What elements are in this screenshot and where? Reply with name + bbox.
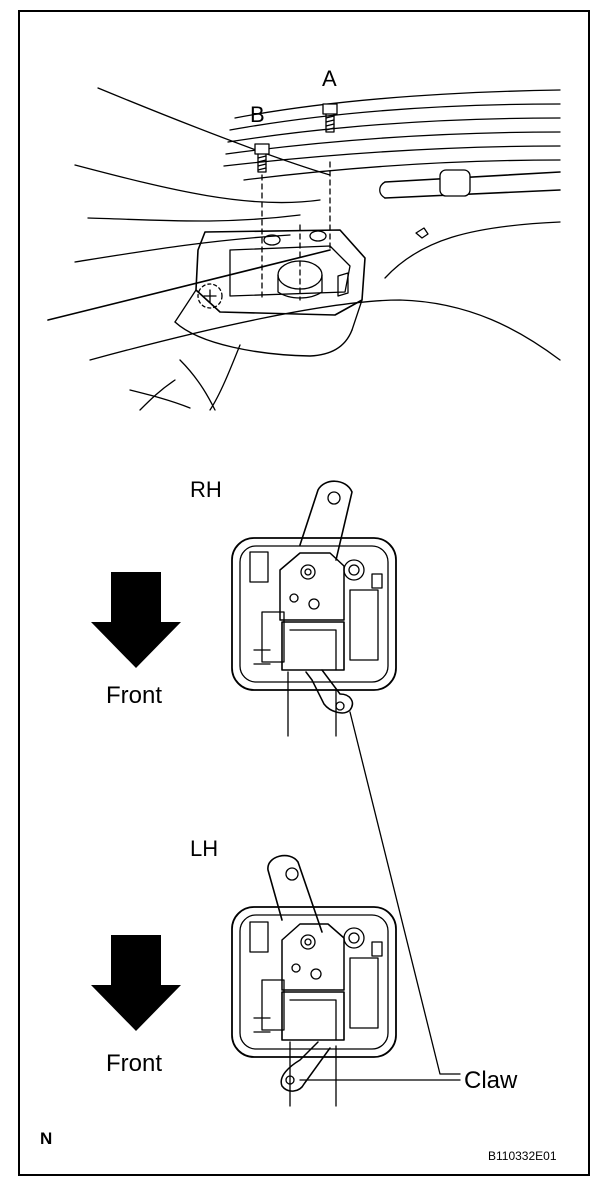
top-view-illustration [47,87,561,411]
rh-front-arrow-icon [91,572,181,668]
figure-id: B110332E01 [488,1149,557,1163]
rh-bracket-illustration [231,480,397,737]
lh-view-title: LH [190,836,218,861]
rh-view-title: RH [190,477,222,502]
view-code: N [40,1129,52,1148]
lh-front-arrow-icon [91,935,181,1031]
bolt-a-label: A [322,66,337,91]
lh-bracket-illustration [231,854,397,1107]
lh-front-label: Front [106,1050,162,1077]
bolt-b-label: B [250,102,265,127]
claw-leader-lines [299,711,461,1081]
claw-label: Claw [464,1067,518,1094]
rh-front-label: Front [106,682,162,709]
